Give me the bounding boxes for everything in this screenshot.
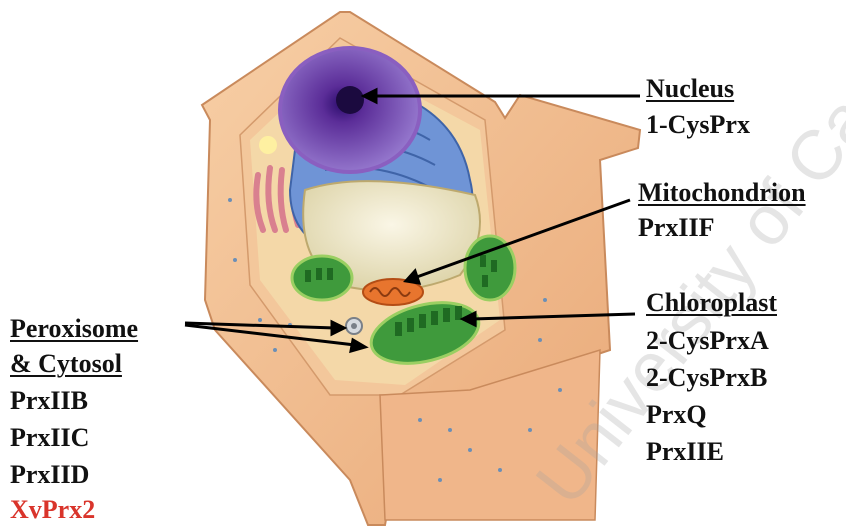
nucleus-item: 1-CysPrx	[646, 112, 750, 138]
chloroplast-item-3: PrxQ	[646, 402, 707, 428]
peroxisome-item-2: PrxIIC	[10, 425, 89, 451]
chloroplast-heading: Chloroplast	[646, 290, 777, 316]
nucleus-organelle	[280, 48, 420, 172]
peroxisome-heading: Peroxisome	[10, 316, 138, 342]
peroxisome-organelle	[346, 318, 362, 334]
mitochondrion-item: PrxIIF	[638, 215, 715, 241]
nucleus-heading: Nucleus	[646, 76, 734, 102]
light-spot	[259, 136, 277, 154]
peroxisome-item-4-highlight: XvPrx2	[10, 497, 95, 523]
cytosol-heading: & Cytosol	[10, 351, 122, 377]
peroxisome-item-3: PrxIID	[10, 462, 89, 488]
chloroplast-item-1: 2-CysPrxA	[646, 328, 769, 354]
chloroplast-item-4: PrxIIE	[646, 439, 724, 465]
mitochondrion-heading: Mitochondrion	[638, 180, 806, 206]
peroxisome-item-1: PrxIIB	[10, 388, 88, 414]
chloroplast-item-2: 2-CysPrxB	[646, 365, 767, 391]
